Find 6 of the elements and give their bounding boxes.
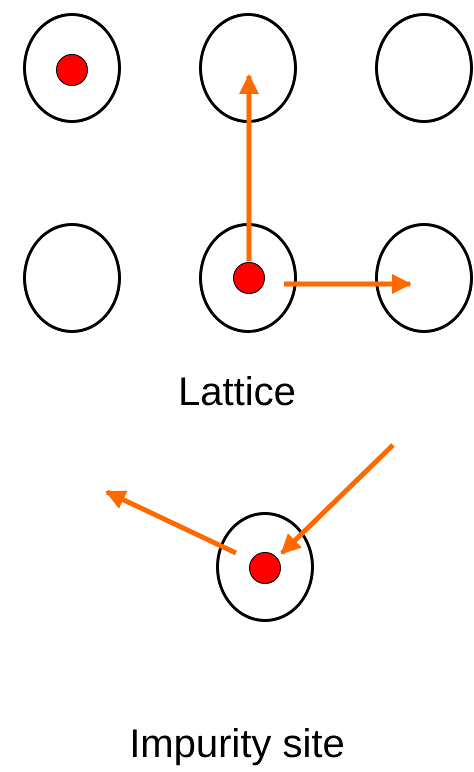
- arrow: [105, 490, 238, 556]
- arrow: [280, 443, 395, 555]
- caption-label: Impurity site: [129, 721, 345, 768]
- arrow: [239, 74, 259, 261]
- arrow: [284, 274, 412, 294]
- caption-label: Lattice: [178, 369, 296, 416]
